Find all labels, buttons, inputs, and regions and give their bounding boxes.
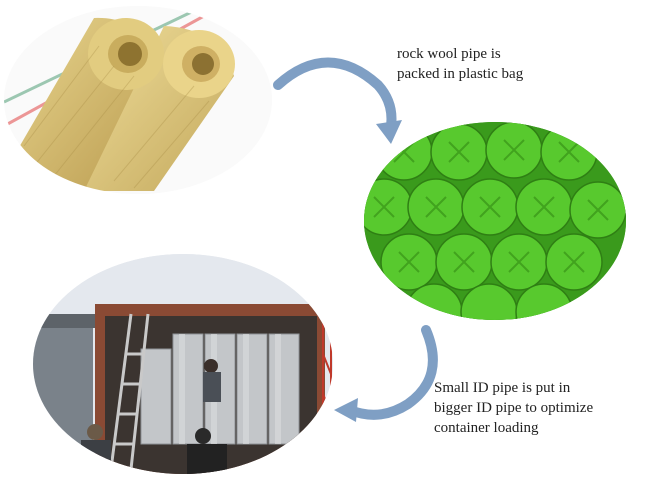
caption-line: packed in plastic bag xyxy=(397,66,524,82)
caption-line: Small ID pipe is put in xyxy=(434,380,571,396)
curved-arrow-icon xyxy=(273,57,402,144)
caption-line: container loading xyxy=(434,420,539,436)
caption-line: bigger ID pipe to optimize xyxy=(434,400,594,416)
bagged-pipes-image xyxy=(364,122,626,320)
caption-packed-in-bag: rock wool pipe is packed in plastic bag xyxy=(397,44,523,84)
curved-arrow-icon xyxy=(334,325,438,422)
caption-container-loading: Small ID pipe is put in bigger ID pipe t… xyxy=(434,378,593,438)
container-loading-image xyxy=(33,254,333,474)
caption-line: rock wool pipe is xyxy=(397,46,501,62)
rockwool-pipe-image xyxy=(4,6,272,194)
